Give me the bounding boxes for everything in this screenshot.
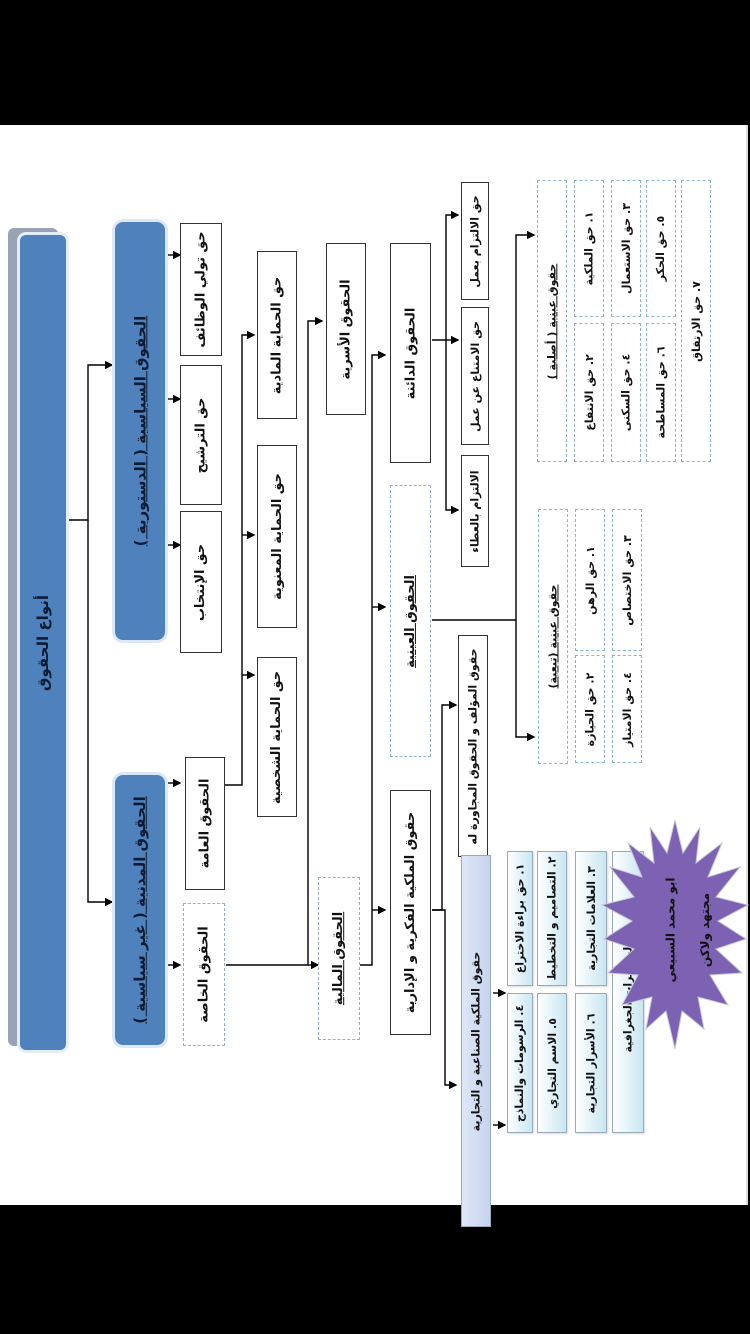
- industrial-item: ٦. الأسرار التجارية: [575, 993, 607, 1133]
- root-label: أنواع الحقوق: [34, 594, 53, 691]
- original-item: ٧. حق الارتفاق: [681, 180, 711, 462]
- material-protection-right: حق الحماية المادية: [257, 251, 297, 419]
- original-item: ٥. حق الحكر: [646, 180, 676, 317]
- original-item: ٣. حق الاستعمال: [611, 180, 641, 317]
- document-page: أنواع الحقوق الحقوق السياسية ( الدستورية…: [0, 125, 750, 1227]
- industrial-item: ٥. الاسم التجاري: [537, 993, 567, 1133]
- right-to-hold-office: حق تولي الوظائف: [180, 223, 222, 356]
- badge-line-1: ابو محمد السبيعي: [663, 877, 678, 983]
- accessory-item: ٢. حق الحيازة: [575, 655, 605, 763]
- right-to-vote: حق الإنتخاب: [180, 511, 222, 653]
- real-rights-node: الحقوق العينية: [390, 485, 431, 757]
- original-item: ٤. حق السكنى: [611, 323, 641, 462]
- obligation-to-give: الالتزام بالعطاء: [461, 455, 489, 567]
- accessory-item: ١. حق الرهن: [575, 509, 605, 651]
- industrial-item: ٤. الرسومات والنماذج: [507, 993, 533, 1133]
- root-node: أنواع الحقوق: [20, 235, 66, 1050]
- family-rights-node: الحقوق الأسرية: [326, 243, 366, 415]
- private-rights-node: الحقوق الخاصة: [183, 903, 225, 1046]
- accessory-item: ٣. حق الاختصاص: [612, 509, 642, 651]
- accessory-item: ٤. حق الامتياز: [612, 655, 642, 763]
- industrial-item: ١. حق براءة الاختراع: [507, 851, 533, 986]
- industrial-item: ٣. العلامات التجارية: [575, 851, 607, 986]
- financial-rights-node: الحقوق المالية: [318, 877, 360, 1040]
- industrial-item: ٢. التصاميم و التخطيط: [537, 851, 567, 986]
- starburst-icon: [600, 819, 750, 1050]
- intellectual-property-node: حقوق الملكية الفكرية و الإدارية: [390, 790, 431, 1035]
- industrial-property-node: حقوق الملكية الصناعية و التجارية: [461, 855, 491, 1227]
- general-rights-node: الحقوق العامة: [185, 757, 225, 890]
- obligation-to-act: حق الالتزام بعمل: [461, 182, 489, 300]
- civil-rights-label: الحقوق المدنية ( غير سياسية ): [131, 796, 150, 1024]
- original-item: ١. حق الملكية: [574, 180, 604, 317]
- author-rights-node: حقوق المؤلف و الحقوق المجاورة له: [458, 635, 488, 857]
- original-item: ٢. حق الانتفاع: [574, 323, 604, 462]
- personal-rights-node: الحقوق الدائنة: [390, 243, 431, 463]
- author-badge: ابو محمد السبيعي مجتهد ولاكن: [600, 815, 750, 1055]
- original-real-rights-node: حقوق عينية ( أصلية ): [537, 180, 567, 462]
- badge-line-2: مجتهد ولاكن: [698, 892, 713, 968]
- civil-rights-node: الحقوق المدنية ( غير سياسية ): [115, 775, 165, 1045]
- accessory-real-rights-node: حقوق عينية (تبعية): [538, 509, 568, 764]
- personal-protection-right: حق الحماية الشخصية: [257, 657, 297, 817]
- political-rights-node: الحقوق السياسية ( الدستورية ): [115, 222, 165, 640]
- original-item: ٦. حق المساطحة: [646, 323, 676, 462]
- obligation-to-refrain: حق الامتناع عن عمل: [461, 307, 489, 445]
- political-rights-label: الحقوق السياسية ( الدستورية ): [131, 315, 150, 547]
- right-to-candidacy: حق الترشيح: [180, 365, 222, 505]
- moral-protection-right: حق الحماية المعنوية: [257, 445, 297, 628]
